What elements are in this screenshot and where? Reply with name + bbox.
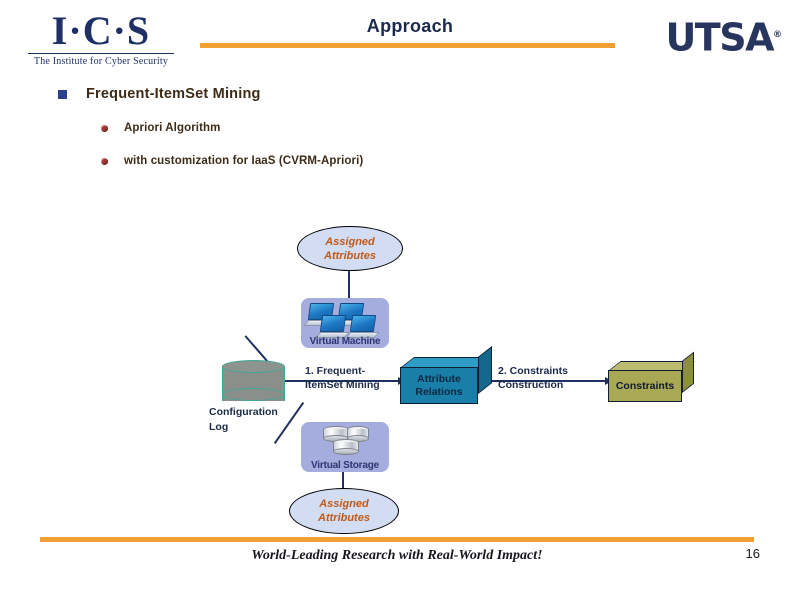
cube-front-face: Constraints (608, 370, 682, 402)
arrow-step1-head (398, 377, 405, 385)
connector-vm-to-config-log (244, 335, 278, 373)
ellipse-label-line2: Attributes (324, 249, 376, 262)
configuration-log-cylinder-icon (222, 360, 285, 407)
step1-label: 1. Frequent- ItemSet Mining (305, 364, 380, 392)
constraints-label: Constraints (615, 379, 675, 392)
bullet-apriori-algorithm: Apriori Algorithm (101, 122, 220, 134)
bullet-label: with customization for IaaS (CVRM-Aprior… (124, 155, 364, 167)
step2-label: 2. Constraints Construction (498, 364, 568, 392)
page-title: Approach (366, 16, 454, 36)
step2-label-line1: 2. Constraints (498, 365, 569, 377)
laptop-icon (315, 315, 350, 338)
ellipse-label-line2: Attributes (318, 512, 370, 524)
attribute-relations-label: Attribute Relations (415, 373, 462, 399)
laptop-icon (333, 303, 368, 326)
footer-tagline: World-Leading Research with Real-World I… (251, 548, 543, 563)
disk-icon (347, 426, 369, 442)
connector-assigned-attributes-to-vm (348, 268, 350, 299)
laptop-icon (303, 303, 338, 326)
utsa-wordmark: UTSA (665, 15, 774, 60)
attribute-relations-node: Attribute Relations (400, 346, 493, 404)
square-bullet-icon (58, 89, 67, 99)
utsa-logo: UTSA® (665, 16, 782, 57)
round-bullet-icon (101, 157, 108, 165)
ics-tagline: The Institute for Cyber Security (33, 56, 169, 67)
ellipse-label-line1: Assigned (325, 235, 375, 248)
cube-top-face (608, 361, 695, 371)
virtual-storage-node: Virtual Storage (301, 422, 389, 472)
laptop-icon (345, 315, 380, 338)
connector-config-log-to-virtual-storage (273, 401, 305, 445)
bullet-frequent-itemset-mining: Frequent-ItemSet Mining (58, 86, 261, 102)
cube-side-face (682, 351, 694, 393)
virtual-machine-node: Virtual Machine (301, 298, 389, 348)
cube-front-face: Attribute Relations (400, 367, 478, 404)
assigned-attributes-ellipse-bottom: Assigned Attributes (289, 488, 399, 534)
step1-label-line1: 1. Frequent- (305, 365, 366, 377)
bullet-iaas-customization: with customization for IaaS (CVRM-Aprior… (101, 155, 363, 167)
arrow-step1-line (285, 380, 401, 382)
attribute-relations-label-line1: Attribute (417, 372, 461, 385)
round-bullet-icon (101, 124, 108, 132)
configuration-log-label-line1: Configuration (209, 406, 278, 418)
attribute-relations-label-line2: Relations (415, 385, 463, 398)
constraints-node: Constraints (608, 351, 695, 402)
step1-label-line2: ItemSet Mining (305, 379, 380, 391)
configuration-log-label-line2: Log (209, 421, 229, 433)
assigned-attributes-ellipse-top: Assigned Attributes (297, 226, 403, 271)
ics-logo: I·C·S The Institute for Cyber Security (26, 10, 176, 67)
configuration-log-label: Configuration Log (209, 405, 278, 435)
bullet-label: Apriori Algorithm (124, 122, 221, 134)
disk-icon (333, 439, 359, 455)
cube-side-face (478, 346, 492, 394)
ics-wordmark: I·C·S (51, 8, 151, 53)
footer-accent-rule (40, 537, 754, 542)
ics-logo-divider (28, 53, 174, 54)
virtual-storage-label: Virtual Storage (311, 460, 379, 471)
title-accent-rule (200, 43, 615, 48)
page-number: 16 (745, 546, 760, 561)
disk-icon (323, 426, 349, 442)
step2-label-line2: Construction (498, 379, 564, 391)
connector-virtual-storage-to-assigned-attributes (342, 471, 344, 491)
ellipse-label-line1: Assigned (319, 498, 369, 510)
utsa-registered-mark: ® (773, 30, 782, 40)
virtual-machine-label: Virtual Machine (309, 336, 381, 347)
arrow-step2-line (486, 380, 610, 382)
arrow-step2-head (605, 377, 612, 385)
bullet-label: Frequent-ItemSet Mining (86, 86, 261, 102)
cube-top-face (400, 357, 493, 368)
